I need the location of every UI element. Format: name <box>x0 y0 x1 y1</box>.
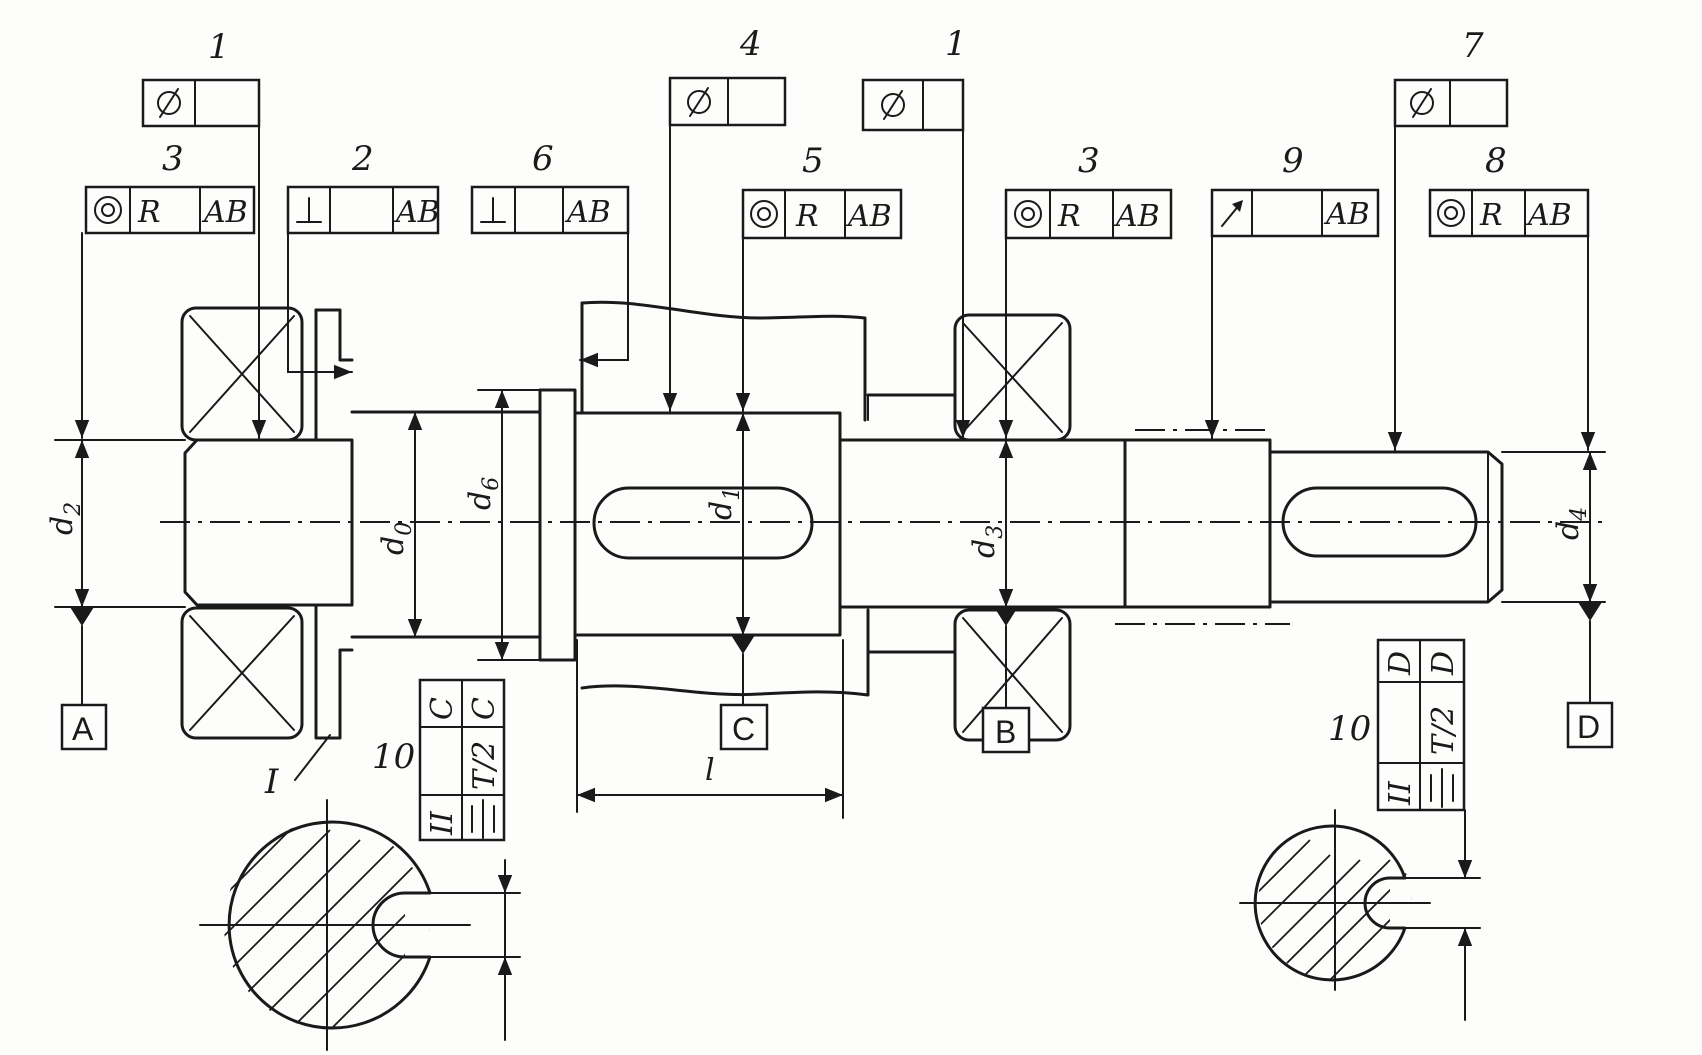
svg-text:AB: AB <box>564 195 611 230</box>
output-end-d4 <box>1268 450 1504 604</box>
leader-2: 2 <box>351 139 374 179</box>
dim-d4: d4 <box>1551 507 1592 540</box>
svg-text:AB: AB <box>393 195 440 230</box>
datum-d: D <box>1566 602 1614 749</box>
svg-text:D: D <box>1383 651 1418 676</box>
frame-3a: R AB <box>74 185 256 439</box>
svg-text:R: R <box>1057 199 1081 234</box>
frame-3b: R AB <box>998 188 1173 439</box>
left-journal <box>183 438 354 607</box>
bearing-left-top <box>180 306 304 442</box>
cylindricity-icon <box>157 88 181 118</box>
section-right <box>1239 809 1481 1021</box>
svg-text:II: II <box>425 810 460 836</box>
dim-d6: d6 <box>463 477 504 510</box>
leader-I: I <box>264 762 279 802</box>
concentricity-icon <box>1014 200 1042 228</box>
frame-9: AB <box>1204 188 1380 439</box>
svg-text:B: B <box>995 714 1016 750</box>
concentricity-icon <box>750 200 778 228</box>
leader-6: 6 <box>532 139 554 179</box>
svg-text:R: R <box>137 195 161 230</box>
svg-text:D: D <box>1426 651 1461 676</box>
shaft-outline <box>160 388 1610 662</box>
cylindricity-icon <box>687 87 711 117</box>
cylindricity-icon <box>1410 88 1434 118</box>
svg-text:AB: AB <box>1113 199 1160 234</box>
svg-text:AB: AB <box>201 195 248 230</box>
frame-8: R AB <box>1428 188 1596 451</box>
concentricity-icon <box>1437 199 1465 227</box>
svg-text:AB: AB <box>1525 198 1572 233</box>
leader-1b: 1 <box>945 24 967 64</box>
dim-d1: d1 <box>704 487 745 520</box>
section-left <box>199 799 521 1051</box>
symmetry-icon <box>471 799 495 839</box>
shoulder-d0 <box>350 410 542 639</box>
svg-text:A: A <box>72 711 94 747</box>
leader-8: 8 <box>1485 141 1507 181</box>
leader-10a: 10 <box>372 737 415 777</box>
dim-d3: d3 <box>967 525 1008 558</box>
dimension-lines <box>54 389 1606 819</box>
dim-l: l <box>705 753 715 788</box>
dim-d0: d0 <box>376 522 417 555</box>
leader-1a: 1 <box>208 27 230 67</box>
middle-step <box>1123 438 1272 609</box>
svg-text:R: R <box>1479 198 1503 233</box>
leader-5: 5 <box>802 141 824 181</box>
keyway-end <box>1281 486 1478 558</box>
svg-text:T/2: T/2 <box>467 741 502 790</box>
leader-9: 9 <box>1282 141 1304 181</box>
svg-text:AB: AB <box>845 199 892 234</box>
leader-3a: 3 <box>162 139 184 179</box>
leader-3b: 3 <box>1078 141 1100 181</box>
dimension-labels: d2 d0 d6 d1 d3 d4 l <box>45 477 1592 788</box>
bearing-right-top <box>953 313 1072 442</box>
frame-10a: C C T/2 II <box>418 678 506 842</box>
bearing-left-bottom <box>180 606 304 740</box>
concentricity-icon <box>94 196 122 224</box>
frame-6: AB <box>470 185 630 368</box>
leader-10b: 10 <box>1328 709 1371 749</box>
symmetry-icon <box>1430 768 1454 808</box>
frame-1a <box>141 78 267 439</box>
leader-7: 7 <box>1462 26 1484 66</box>
datum-a: A <box>60 607 108 751</box>
svg-text:C: C <box>425 697 460 720</box>
frame-7 <box>1387 78 1509 451</box>
svg-text:C: C <box>467 697 502 720</box>
bearing-seat-d3 <box>838 438 1127 609</box>
cylindricity-icon <box>881 90 905 120</box>
svg-text:C: C <box>732 711 755 747</box>
leader-numbers: 1 4 1 7 3 2 6 5 3 9 8 10 10 I <box>162 24 1507 802</box>
svg-text:D: D <box>1577 709 1600 745</box>
dim-d2: d2 <box>45 502 86 535</box>
perpendicularity-icon <box>480 197 506 223</box>
frame-2: AB <box>286 185 440 380</box>
frame-4 <box>662 76 787 412</box>
leader-4: 4 <box>739 24 762 64</box>
perpendicularity-icon <box>296 197 322 223</box>
spacer-ring <box>294 308 354 781</box>
gear-seat-d1 <box>573 411 842 637</box>
datum-b: B <box>981 607 1031 754</box>
svg-text:AB: AB <box>1323 197 1370 232</box>
runout-icon <box>1221 200 1243 227</box>
svg-text:R: R <box>795 199 819 234</box>
frame-1b <box>861 78 971 439</box>
svg-text:T/2: T/2 <box>1426 706 1461 755</box>
frame-5: R AB <box>735 188 903 412</box>
collar-d6 <box>538 388 577 662</box>
svg-text:II: II <box>1383 780 1418 806</box>
keyway-main <box>592 486 814 560</box>
datum-c: C <box>719 635 769 751</box>
frame-10b: D D T/2 II <box>1376 638 1466 812</box>
